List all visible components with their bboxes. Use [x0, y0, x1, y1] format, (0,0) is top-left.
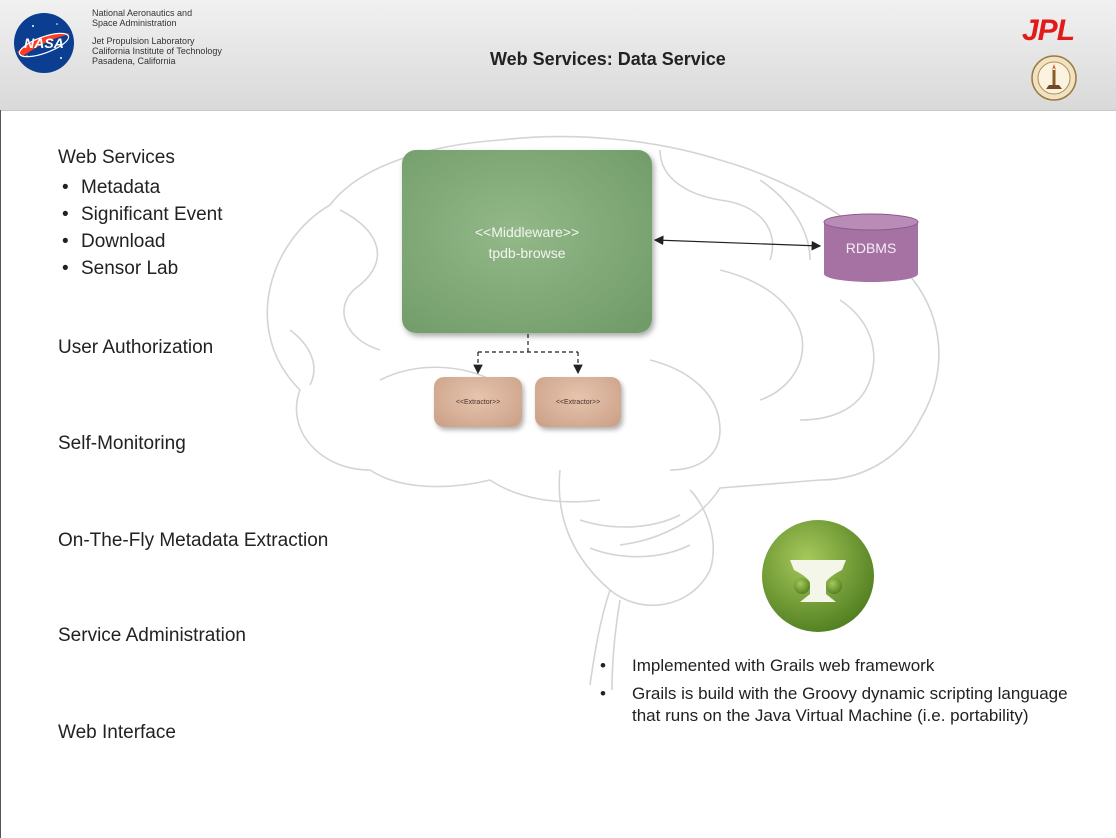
middleware-rdbms-connector — [653, 235, 822, 251]
middleware-stereotype: <<Middleware>> — [474, 224, 580, 240]
list-item: Significant Event — [62, 201, 223, 228]
section-web-services: Web Services — [58, 147, 175, 168]
lab-line: Pasadena, California — [92, 56, 176, 66]
org-line: Space Administration — [92, 18, 177, 28]
nasa-logo: NASA — [14, 13, 74, 73]
lab-line: California Institute of Technology — [92, 46, 222, 56]
org-line: National Aeronautics and — [92, 8, 193, 18]
database-cylinder — [823, 213, 919, 282]
grails-logo-icon — [762, 520, 874, 632]
svg-text:NASA: NASA — [24, 35, 64, 51]
organization-text: National Aeronautics and Space Administr… — [92, 8, 222, 66]
note-item: Implemented with Grails web framework — [600, 655, 1052, 677]
jpl-logo: JPL — [1022, 14, 1075, 47]
extractor-connectors — [473, 334, 583, 375]
implementation-notes: Implemented with Grails web framework Gr… — [600, 655, 1092, 727]
slide-border — [0, 110, 1, 838]
note-item: Grails is build with the Groovy dynamic … — [600, 683, 1092, 727]
middleware-name: tpdb-browse — [488, 245, 566, 261]
list-item: Download — [62, 228, 223, 255]
section-self-monitoring: Self-Monitoring — [58, 433, 186, 454]
extractor-box: <<Extractor>> — [535, 377, 621, 427]
slide-header: NASA National Aeronautics and Space Admi… — [0, 0, 1116, 111]
section-service-administration: Service Administration — [58, 625, 246, 646]
extractor-box: <<Extractor>> — [434, 377, 522, 427]
database-label: RDBMS — [845, 240, 897, 256]
list-item: Metadata — [62, 174, 223, 201]
web-services-list: Metadata Significant Event Download Sens… — [62, 174, 223, 282]
middleware-box: <<Middleware>> tpdb-browse — [402, 150, 652, 333]
caltech-seal-icon — [1031, 55, 1077, 101]
lab-line: Jet Propulsion Laboratory — [92, 36, 195, 46]
section-on-the-fly-extraction: On-The-Fly Metadata Extraction — [58, 530, 329, 551]
section-user-authorization: User Authorization — [58, 337, 214, 358]
section-web-interface: Web Interface — [58, 722, 176, 743]
list-item: Sensor Lab — [62, 255, 223, 282]
slide-title: Web Services: Data Service — [490, 49, 726, 69]
